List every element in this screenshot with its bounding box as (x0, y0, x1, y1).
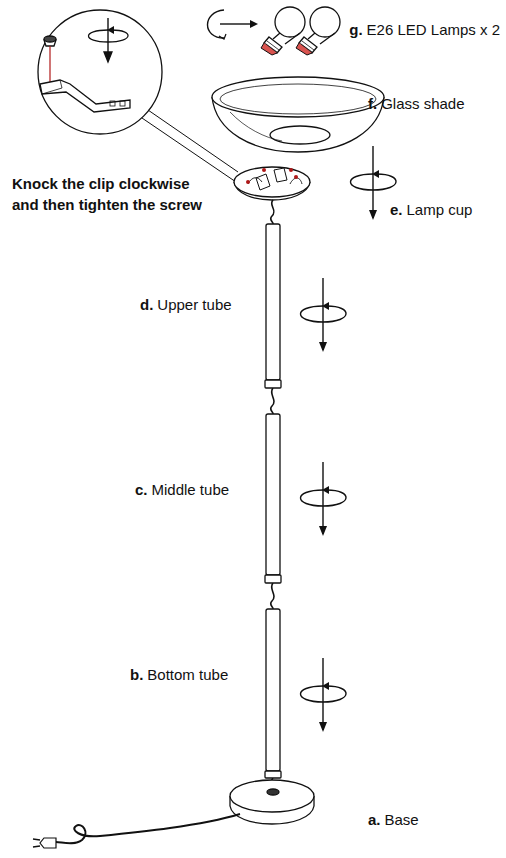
glass-shade-part (230, 112, 282, 141)
base (230, 780, 314, 824)
lamp-cup (234, 167, 310, 200)
detail-callout (38, 10, 238, 182)
detail-callout-part (110, 101, 115, 106)
tubes-part (266, 224, 280, 380)
lamp-cup-part (248, 178, 302, 184)
part-letter: b. (130, 666, 143, 683)
part-letter: g. (349, 21, 362, 38)
detail-callout-part (107, 26, 114, 34)
power-cord-part (56, 814, 240, 843)
lamp-cup-part (289, 168, 293, 172)
part-letter: d. (140, 296, 153, 313)
lamp-cup-part (256, 174, 270, 190)
led-bulbs-part (219, 34, 226, 39)
detail-callout-part (44, 36, 56, 42)
lamp-cup-part (246, 180, 250, 184)
power-cord-part (40, 838, 56, 848)
lamp-cup-part (234, 167, 310, 197)
detail-callout-part (142, 118, 236, 182)
wires-part (271, 200, 274, 224)
part-label: E26 LED Lamps x 2 (367, 21, 500, 38)
glass-shade-part (220, 84, 376, 114)
part-label: Upper tube (157, 296, 231, 313)
tubes-part (265, 575, 281, 583)
base-part (230, 780, 314, 812)
rotation-arrows-part (351, 146, 397, 220)
part-letter: f. (368, 95, 377, 112)
glass-shade-part (212, 77, 384, 117)
part-label: Bottom tube (147, 666, 228, 683)
detail-callout-part (42, 80, 62, 94)
detail-callout-part (120, 101, 125, 106)
led-bulbs-part (296, 7, 340, 55)
wires-part (271, 388, 274, 414)
glass-shade-part (270, 126, 330, 144)
tubes-part (265, 771, 281, 778)
part-label: Lamp cup (407, 201, 473, 218)
part-letter: c. (135, 481, 148, 498)
detail-callout-part (38, 10, 162, 134)
wires-part (271, 583, 274, 609)
detail-callout-part (148, 110, 238, 172)
glass-shade (212, 77, 384, 152)
instruction-note: Knock the clip clockwise and then tighte… (12, 173, 217, 215)
part-letter: e. (390, 201, 403, 218)
led-bulbs (208, 7, 341, 55)
detail-callout-part (104, 52, 112, 62)
led-bulbs-part (250, 20, 258, 28)
tubes (265, 224, 281, 778)
detail-callout-part (49, 46, 50, 84)
lamp-cup-part (294, 175, 298, 179)
part-label: Base (385, 811, 419, 828)
rotation-arrows-part (301, 658, 347, 732)
tubes-part (265, 380, 281, 388)
rotation-arrows (301, 146, 397, 732)
tubes-part (266, 609, 280, 771)
tubes-part (266, 414, 280, 575)
rotation-arrows-part (301, 462, 347, 536)
power-cord (33, 814, 240, 848)
base-part (267, 789, 279, 795)
part-letter: a. (368, 811, 381, 828)
lamp-cup-part (274, 168, 287, 182)
detail-callout-part (40, 80, 130, 112)
power-cord-part (33, 839, 40, 847)
part-label: Glass shade (381, 95, 464, 112)
detail-callout-part (89, 30, 129, 42)
led-bulbs-part (220, 23, 252, 24)
rotation-arrows-part (301, 278, 347, 352)
part-label: Middle tube (152, 481, 230, 498)
lamp-cup-part (262, 168, 266, 172)
